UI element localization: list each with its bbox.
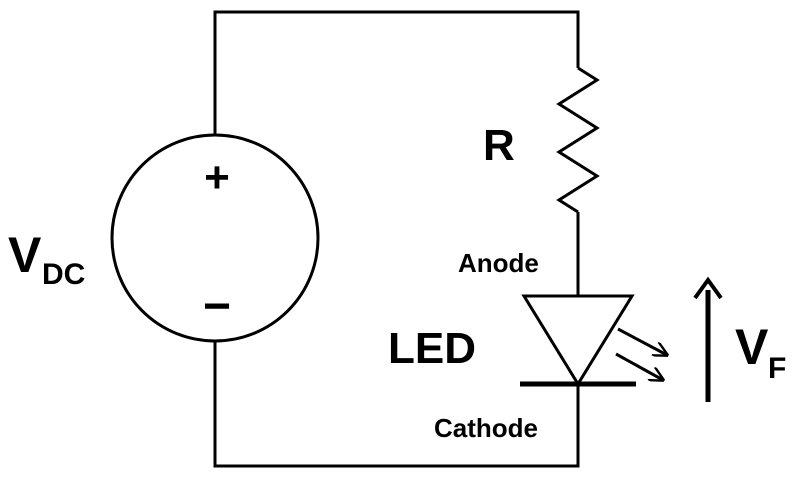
forward-voltage-arrowhead xyxy=(693,276,723,300)
light-emission-arrow-upper xyxy=(617,327,667,355)
led: LED Anode Cathode xyxy=(388,248,667,443)
source-label-subscript: DC xyxy=(42,258,85,291)
voltage-source-circle xyxy=(110,133,320,343)
source-minus-sign: − xyxy=(203,280,231,333)
source-plus-sign: + xyxy=(204,153,230,202)
circuit-wires xyxy=(213,10,580,468)
dc-voltage-source: + − xyxy=(110,133,320,343)
resistor: R xyxy=(483,66,600,214)
anode-label: Anode xyxy=(458,248,539,278)
forward-voltage-label-subscript: F xyxy=(768,352,786,385)
resistor-zigzag xyxy=(556,66,600,214)
resistor-label: R xyxy=(483,121,515,170)
cathode-label: Cathode xyxy=(434,413,538,443)
led-diode-triangle xyxy=(521,294,635,387)
bottom-wire xyxy=(213,342,580,468)
top-wire xyxy=(213,10,580,135)
light-emission-arrow-lower xyxy=(615,352,663,380)
forward-voltage-label-main: V xyxy=(735,319,769,375)
forward-voltage-indicator: V F xyxy=(693,276,786,402)
source-voltage-label: V DC xyxy=(8,227,85,291)
source-label-main: V xyxy=(8,227,42,283)
led-label: LED xyxy=(388,324,476,373)
